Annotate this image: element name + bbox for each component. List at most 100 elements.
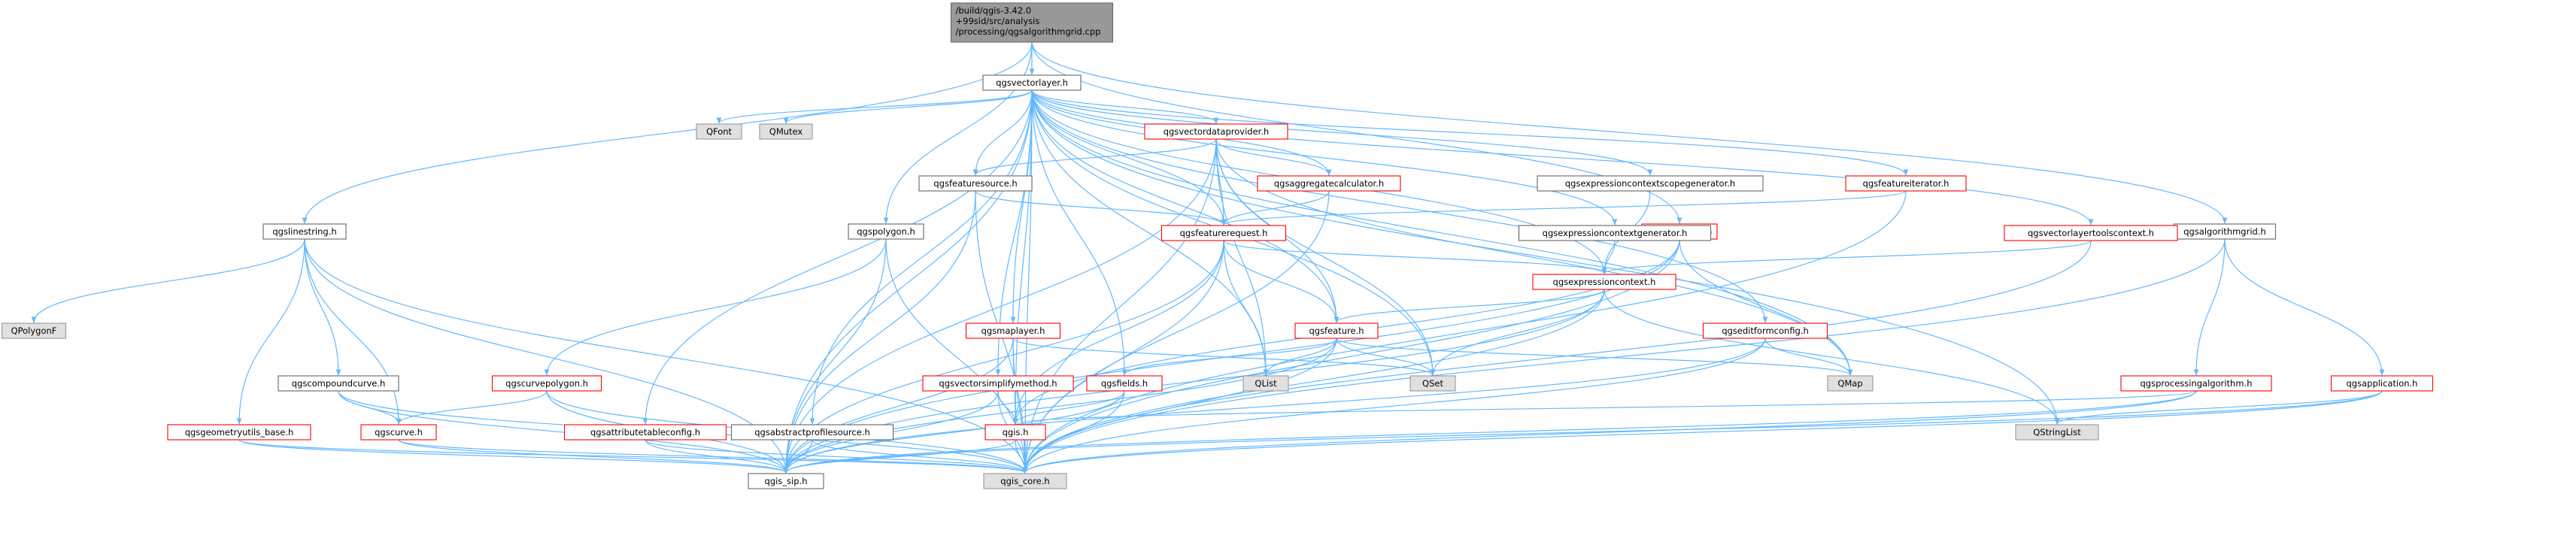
node-label: qgsvectorlayer.h — [996, 77, 1068, 88]
node-qgsvectorsimplifymethod[interactable]: qgsvectorsimplifymethod.h — [922, 375, 1074, 392]
edge-qgsfeaturerequest-to-qgsexpressioncontext — [1223, 240, 1607, 274]
edge-qgsvectorlayer-to-qgsvectorlayertoolscontext — [1031, 89, 2094, 226]
edge-qgsgeometryutils_base-to-qgis_sip — [238, 439, 789, 474]
edge-qgsgeometryutils_base-to-qgis_core — [238, 439, 1027, 474]
node-box — [1532, 274, 1676, 290]
node-qgsfeatureiterator[interactable]: qgsfeatureiterator.h — [1845, 175, 1967, 192]
node-label: qgsalgorithmgrid.h — [2183, 226, 2266, 237]
node-qgsmaplayer[interactable]: qgsmaplayer.h — [965, 322, 1061, 339]
node-qgsexpressioncontextscopegenerator[interactable]: qgsexpressioncontextscopegenerator.h — [1537, 175, 1764, 192]
edge-qgsvectorlayer-to-QStringList — [1031, 89, 2060, 425]
node-box — [1294, 322, 1379, 339]
node-label: qgscurvepolygon.h — [505, 378, 588, 389]
node-QPolygonF[interactable]: QPolygonF — [1, 322, 67, 339]
node-label: qgslinestring.h — [272, 226, 336, 237]
edge-root-to-qgsalgorithmgrid — [1031, 41, 2228, 224]
node-QList[interactable]: QList — [1242, 375, 1289, 392]
node-box — [696, 123, 742, 140]
edge-qgsvectorlayer-to-qgsvectordataprovider — [1031, 89, 1219, 124]
node-QSet[interactable]: QSet — [1409, 375, 1456, 392]
node-label: qgis_core.h — [1000, 476, 1049, 486]
node-qgsfeaturerequest[interactable]: qgsfeaturerequest.h — [1161, 225, 1287, 241]
edge-qgsvectorlayertoolscontext-to-qgsexpressioncontext — [1601, 240, 2092, 274]
edge-qgsvectorlayer-to-qgsfeaturesource — [972, 89, 1033, 176]
edge-qgseditformconfig-to-QMap — [1764, 338, 1853, 376]
node-label: qgsfields.h — [1101, 378, 1148, 389]
node-label: qgsmaplayer.h — [982, 325, 1045, 336]
node-box — [1702, 322, 1828, 339]
edge-qgsaggregatecalculator-to-qgsfeaturerequest — [1221, 190, 1330, 226]
edge-qgsfeaturerequest-to-QList — [1223, 240, 1269, 376]
node-label: qgsapplication.h — [2347, 378, 2418, 389]
edge-qgslinestring-to-qgsgeometryutils_base — [236, 238, 305, 425]
node-label: QMap — [1837, 378, 1862, 389]
edge-qgsvectorlayer-to-qgis_sip — [783, 89, 1033, 474]
node-qgsvectorlayertoolscontext[interactable]: qgsvectorlayertoolscontext.h — [2004, 225, 2178, 241]
node-qgsgeometryutils-base[interactable]: qgsgeometryutils_base.h — [167, 424, 311, 441]
node-box — [2330, 375, 2434, 392]
node-qgsfeature[interactable]: qgsfeature.h — [1294, 322, 1379, 339]
edge-qgsfields-to-qgis_sip — [783, 390, 1125, 474]
edge-qgslinestring-to-QPolygonF — [31, 238, 305, 323]
edge-qgsvectorlayer-to-qgseditformconfig — [1031, 89, 1768, 323]
node-qgsvectordataprovider[interactable]: qgsvectordataprovider.h — [1144, 123, 1288, 140]
node-label: qgsfeaturesource.h — [933, 178, 1017, 189]
node-QStringList[interactable]: QStringList — [2015, 424, 2099, 441]
node-qgseditformconfig[interactable]: qgseditformconfig.h — [1702, 322, 1828, 339]
edge-qgsvectorlayer-to-qgsfeatureiterator — [1031, 89, 1909, 176]
nodes: /build/qgis-3.42.0+99sid/src/analysis/pr… — [1, 2, 2434, 489]
edge-qgsvectordataprovider-to-QList — [1215, 138, 1269, 376]
node-qgsalgorithmgrid[interactable]: qgsalgorithmgrid.h — [2173, 223, 2277, 240]
edge-qgsfeature-to-qgis_sip — [783, 338, 1337, 474]
edge-qgsexpressioncontext-to-qgis_sip — [783, 289, 1605, 474]
node-qgis-core[interactable]: qgis_core.h — [983, 473, 1067, 489]
node-root[interactable]: /build/qgis-3.42.0+99sid/src/analysis/pr… — [950, 2, 1114, 43]
edge-qgsfeature-to-QList — [1263, 338, 1337, 376]
node-QFont[interactable]: QFont — [696, 123, 742, 140]
node-qgsexpressioncontextgenerator[interactable]: qgsexpressioncontextgenerator.h — [1518, 225, 1712, 241]
edge-qgsvectordataprovider-to-qgsfeaturesource — [972, 138, 1217, 176]
node-qgsattributetableconfig[interactable]: qgsattributetableconfig.h — [563, 424, 727, 441]
node-label: qgsexpressioncontextgenerator.h — [1543, 228, 1688, 238]
node-QMutex[interactable]: QMutex — [759, 123, 813, 140]
node-qgscompoundcurve[interactable]: qgscompoundcurve.h — [278, 375, 399, 392]
edge-qgsattributetableconfig-to-qgis_core — [645, 439, 1028, 474]
node-label: qgsvectorlayertoolscontext.h — [2028, 228, 2154, 238]
node-qgsabstractprofilesource[interactable]: qgsabstractprofilesource.h — [730, 424, 894, 441]
node-qgsfeaturesource[interactable]: qgsfeaturesource.h — [918, 175, 1033, 192]
node-QMap[interactable]: QMap — [1827, 375, 1874, 392]
node-box — [1161, 225, 1287, 241]
node-qgsfields[interactable]: qgsfields.h — [1086, 375, 1163, 392]
edge-qgsmaplayer-to-qgis_core — [1012, 338, 1028, 474]
node-qgsapplication[interactable]: qgsapplication.h — [2330, 375, 2434, 392]
node-qgis[interactable]: qgis.h — [985, 424, 1046, 441]
node-qgsvectorlayer[interactable]: qgsvectorlayer.h — [982, 74, 1082, 91]
edge-qgsfeaturerequest-to-qgis_core — [1022, 240, 1224, 474]
node-qgslinestring[interactable]: qgslinestring.h — [262, 223, 347, 240]
root-label-line-2: +99sid/src/analysis — [956, 16, 1040, 26]
edge-qgseditformconfig-to-qgis_core — [1022, 338, 1766, 474]
node-label: qgsvectorsimplifymethod.h — [939, 378, 1057, 389]
node-qgsprocessingalgorithm[interactable]: qgsprocessingalgorithm.h — [2120, 375, 2272, 392]
node-qgis-sip[interactable]: qgis_sip.h — [748, 473, 824, 489]
edge-qgsalgorithmgrid-to-qgsprocessingalgorithm — [2193, 238, 2226, 376]
node-label: qgsprocessingalgorithm.h — [2140, 378, 2252, 389]
node-qgscurvepolygon[interactable]: qgscurvepolygon.h — [491, 375, 602, 392]
edge-qgsprocessingalgorithm-to-qgis — [1013, 390, 2197, 425]
node-box — [922, 375, 1074, 392]
node-label: qgsexpressioncontextscopegenerator.h — [1565, 178, 1735, 189]
edge-qgsvectordataprovider-to-QMap — [1215, 138, 1853, 376]
node-box — [278, 375, 399, 392]
node-qgspolygon[interactable]: qgspolygon.h — [848, 223, 924, 240]
edge-qgsexpressioncontext-to-QStringList — [1604, 289, 2060, 425]
node-qgsaggregatecalculator[interactable]: qgsaggregatecalculator.h — [1257, 175, 1401, 192]
node-box — [1537, 175, 1764, 192]
node-qgsexpressioncontext[interactable]: qgsexpressioncontext.h — [1532, 274, 1676, 290]
node-label: qgspolygon.h — [857, 226, 915, 237]
node-box — [262, 223, 347, 240]
edge-qgsfeature-to-QSet — [1336, 338, 1436, 376]
node-qgscurve[interactable]: qgscurve.h — [360, 424, 437, 441]
node-label: QFont — [706, 126, 733, 137]
node-box — [918, 175, 1033, 192]
